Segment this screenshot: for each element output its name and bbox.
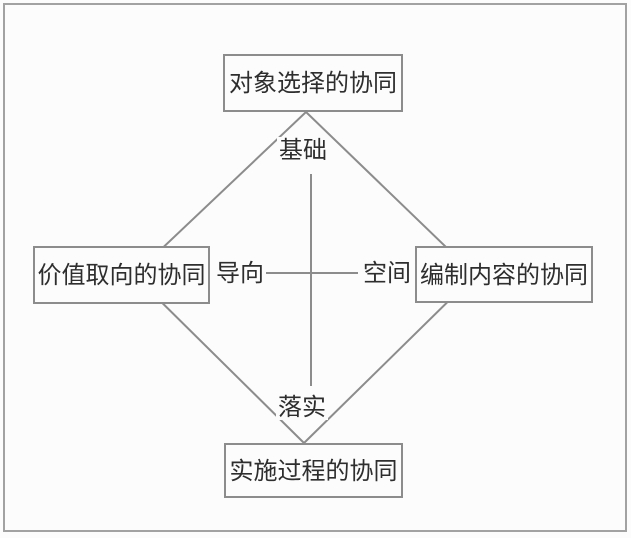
node-value-orientation-label: 价值取向的协同 [37,261,206,289]
node-content-compilation: 编制内容的协同 [415,246,593,303]
edge-label-foundation: 基础 [277,136,329,164]
node-object-selection-label: 对象选择的协同 [229,69,397,97]
node-implementation-process: 实施过程的协同 [224,443,403,498]
edge-label-orientation: 导向 [214,259,266,287]
node-implementation-process-label: 实施过程的协同 [229,456,398,485]
node-value-orientation: 价值取向的协同 [33,246,210,304]
diamond-edge-bottom-right [303,274,476,444]
node-content-compilation-label: 编制内容的协同 [420,260,588,289]
edge-label-implementation: 落实 [276,393,328,421]
node-object-selection: 对象选择的协同 [223,54,403,112]
edge-label-space: 空间 [361,259,413,287]
